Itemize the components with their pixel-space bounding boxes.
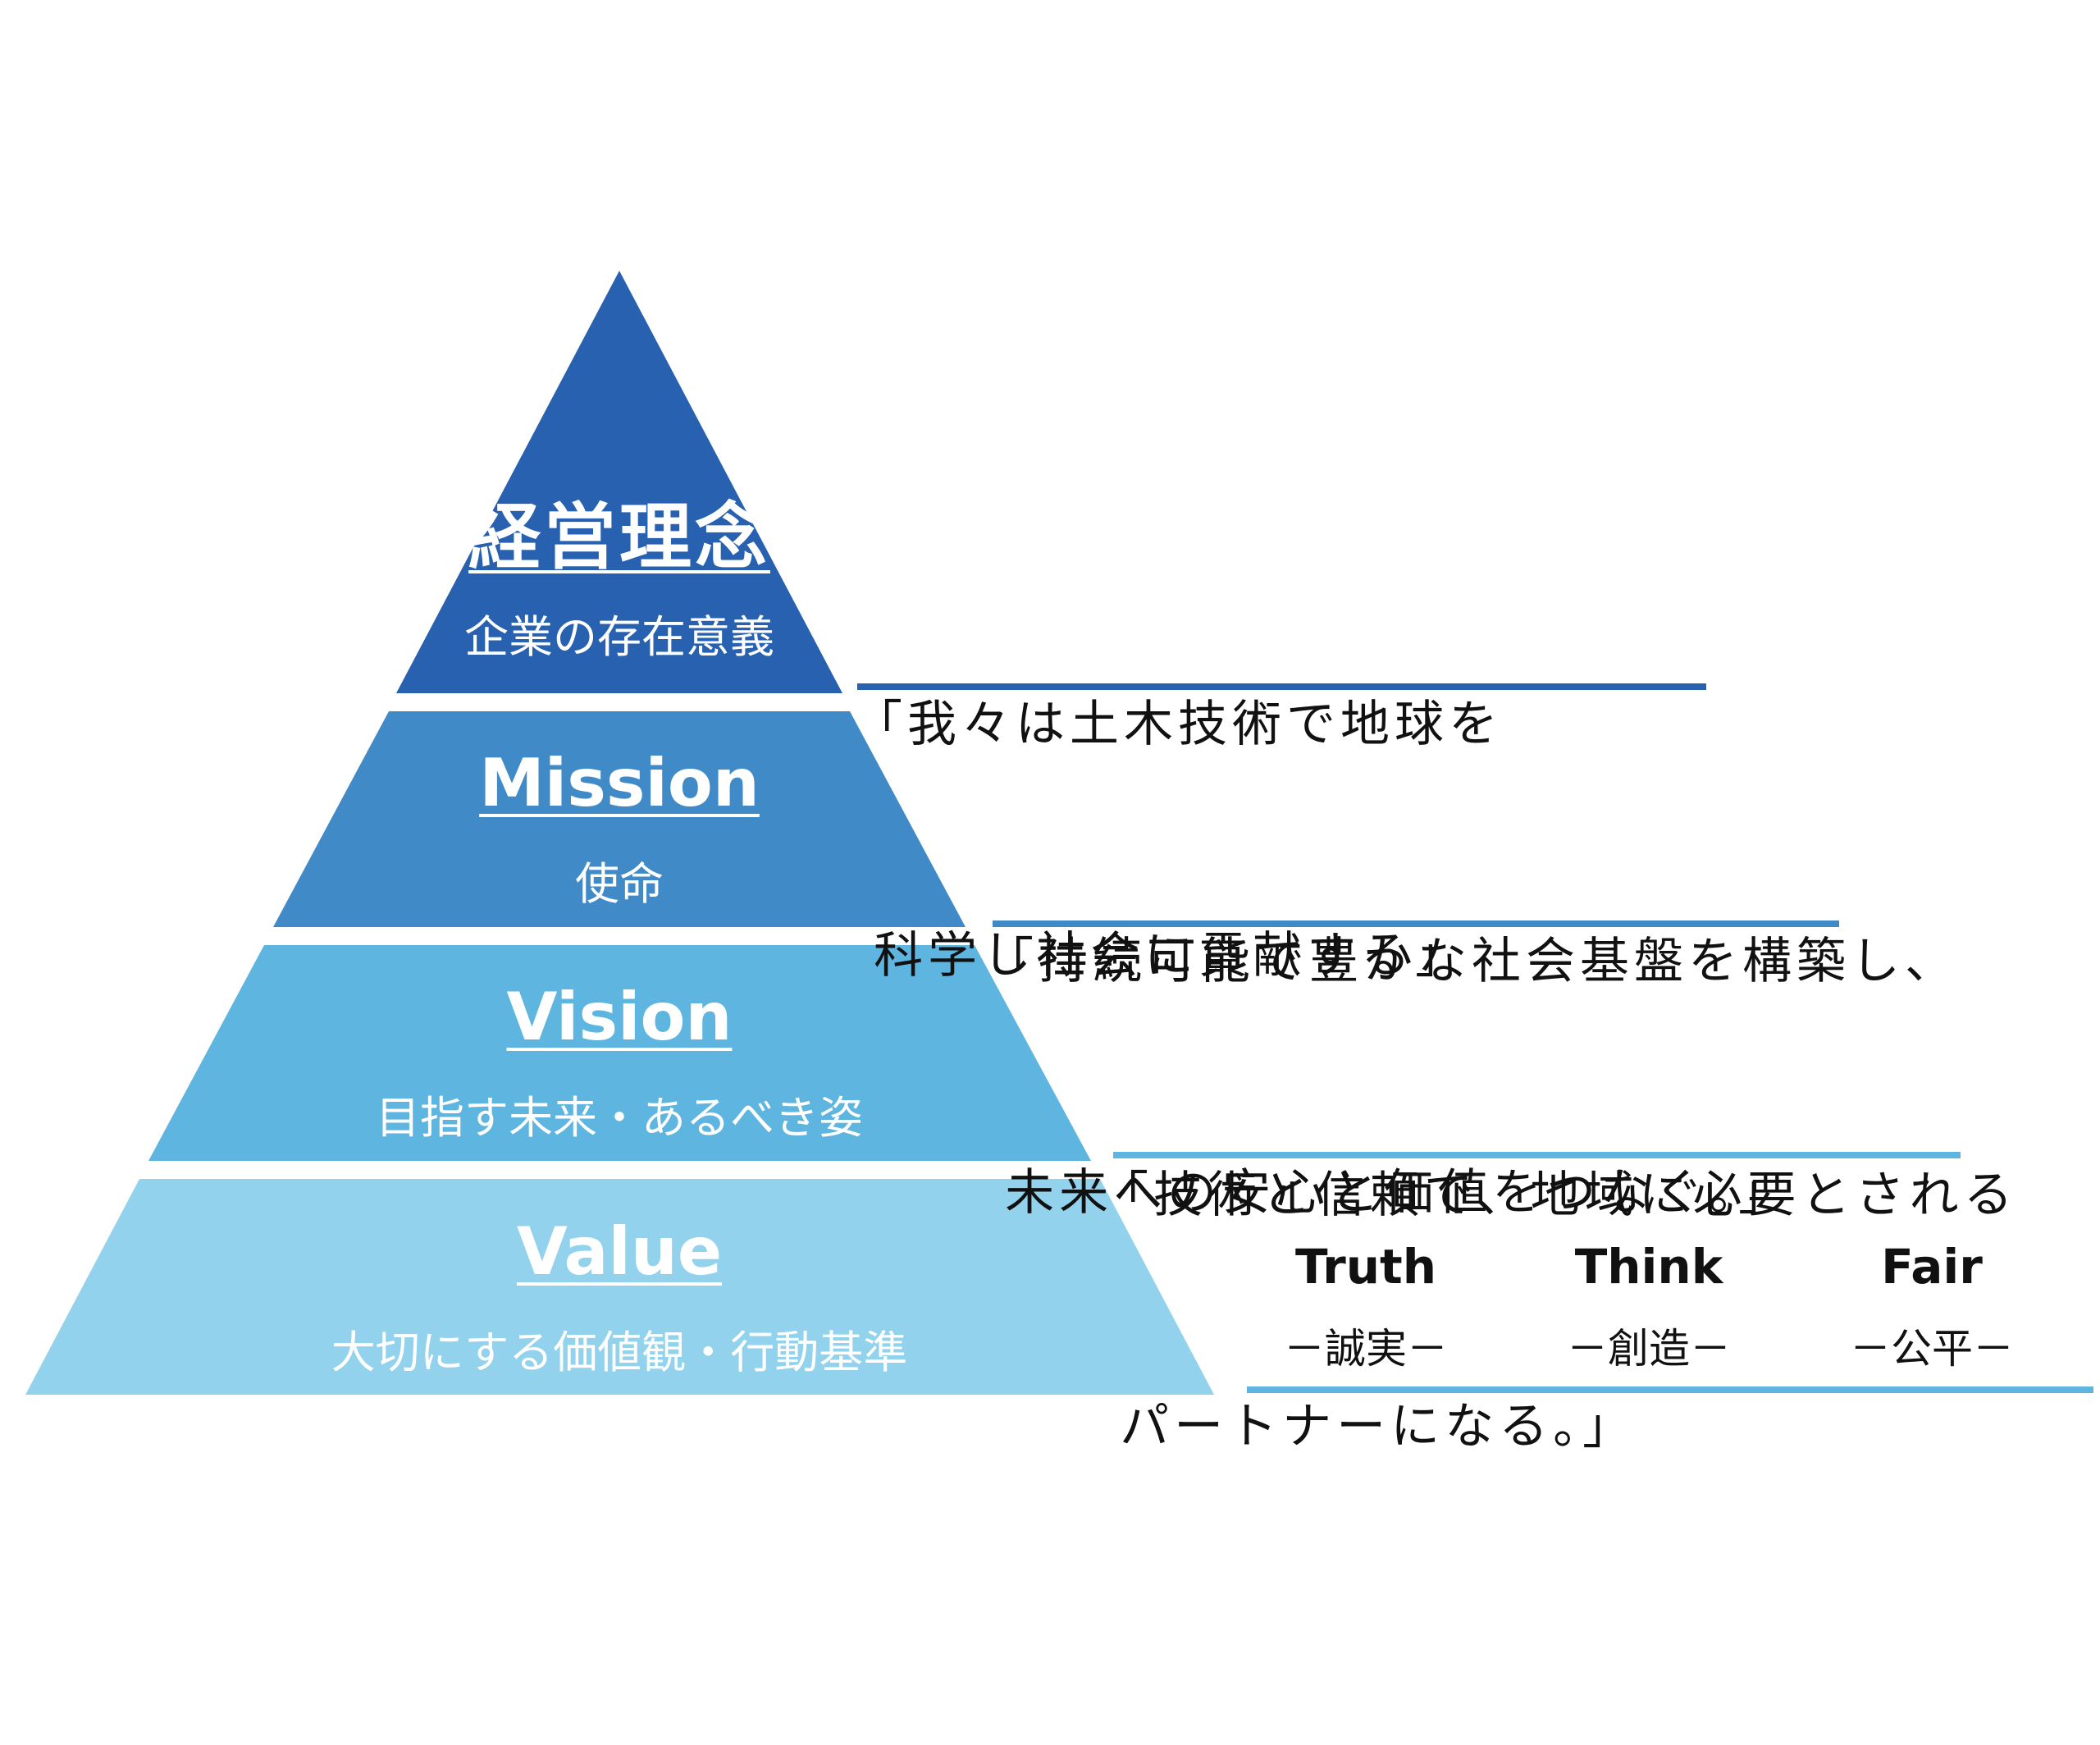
mission-statement-line2: 未来への安心と価値をつなぐ。」	[984, 1164, 1793, 1222]
tier-mission-title: Mission	[479, 745, 760, 821]
tier-vision-shape	[148, 945, 1091, 1161]
value-item-truth-en: Truth	[1294, 1239, 1437, 1295]
tier-value-subtitle: 大切にする価値観・行動基準	[331, 1327, 908, 1378]
value-item-fair-en: Fair	[1881, 1239, 1983, 1295]
philosophy-statement: 「我々は土木技術で地球を 科学し社会に貢献する」	[853, 532, 1503, 1071]
value-item-think: Think －創造－	[1526, 1239, 1772, 1375]
tier-mission-subtitle: 使命	[575, 858, 664, 910]
philosophy-statement-line2: 科学し社会に貢献する」	[853, 927, 1470, 984]
tier-value-shape	[25, 1179, 1214, 1395]
tier-vision-title: Vision	[506, 979, 733, 1055]
tier-philosophy-label: 経営理念 企業の存在意義	[414, 492, 824, 665]
tier-vision-label: Vision 目指す未来・あるべき姿	[291, 976, 947, 1146]
value-item-think-jp: －創造－	[1567, 1325, 1731, 1373]
tier-value-title: Value	[516, 1213, 723, 1290]
tier-value-label: Value 大切にする価値観・行動基準	[250, 1211, 988, 1381]
tier-philosophy-title: 経営理念	[468, 495, 770, 579]
tier-mission-label: Mission 使命	[414, 742, 824, 912]
value-item-truth: Truth －誠実－	[1243, 1239, 1489, 1375]
value-item-fair: Fair －公平－	[1809, 1239, 2055, 1375]
philosophy-underline	[857, 683, 1706, 690]
philosophy-statement-line1: 「我々は土木技術で地球を	[853, 696, 1503, 753]
vision-statement-line1: 「技術と信頼で、地域に必要とされる	[1099, 1167, 2018, 1224]
mission-statement: 「持続可能で豊かな社会基盤を構築し、 未来への安心と価値をつなぐ。」	[984, 769, 1959, 1309]
mission-statement-line1: 「持続可能で豊かな社会基盤を構築し、	[984, 933, 1959, 990]
value-item-fair-jp: －公平－	[1850, 1325, 2014, 1373]
vision-underline	[1113, 1152, 1961, 1158]
value-item-truth-jp: －誠実－	[1284, 1325, 1448, 1373]
mission-underline	[993, 920, 1839, 927]
tier-philosophy-subtitle: 企業の存在意義	[464, 611, 774, 663]
tier-philosophy-shape	[396, 271, 842, 693]
tier-vision-subtitle: 目指す未来・あるべき姿	[376, 1092, 863, 1144]
vision-statement-line2: パートナーになる。」	[1099, 1398, 1637, 1455]
tier-mission-shape	[273, 711, 966, 927]
value-underline	[1247, 1386, 2093, 1393]
value-item-think-en: Think	[1574, 1239, 1723, 1295]
vision-statement: 「技術と信頼で、地域に必要とされる パートナーになる。」	[1099, 1003, 2018, 1542]
